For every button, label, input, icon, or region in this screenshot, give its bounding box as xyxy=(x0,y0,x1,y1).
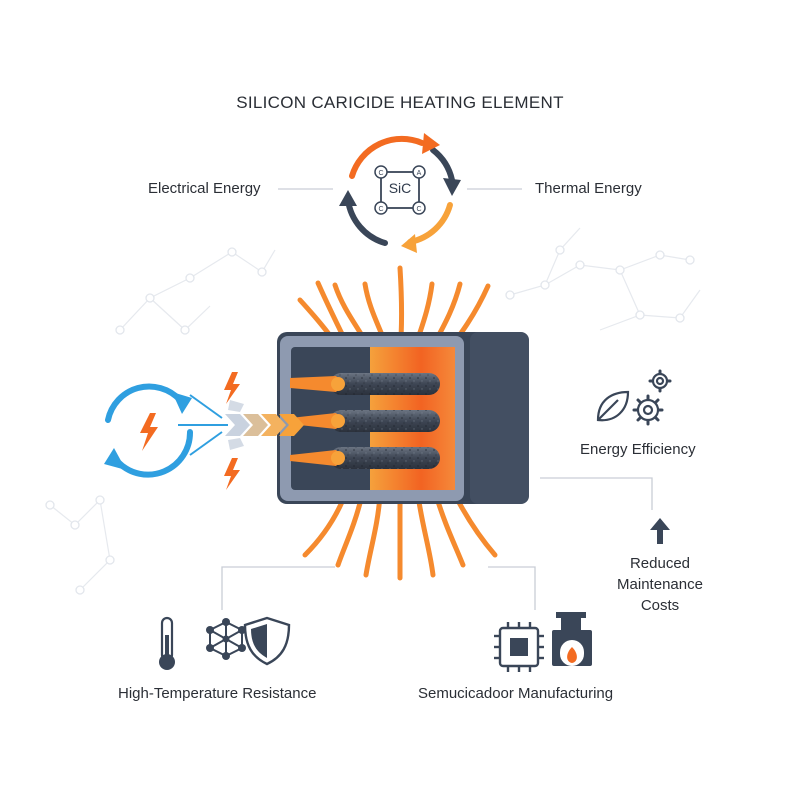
cycle-arrowheads xyxy=(339,133,461,253)
shield-icon xyxy=(243,616,291,666)
chip-corner-tr: A xyxy=(417,170,422,177)
leaf-gears-icon xyxy=(596,372,669,422)
heat-waves-bottom xyxy=(302,492,498,581)
thermometer-icon xyxy=(159,616,175,670)
connector-lines xyxy=(221,188,653,610)
background-network-nodes xyxy=(45,245,695,595)
lightning-bolt-icon xyxy=(224,372,240,490)
sic-chip-icon: C A C C xyxy=(374,165,426,215)
energy-input-arrows xyxy=(178,394,228,456)
factory-icon xyxy=(552,612,592,666)
chevron-arrows xyxy=(225,400,304,450)
reduced-maintenance-label: Reduced Maintenance Costs xyxy=(617,555,703,614)
up-arrow-icon xyxy=(650,518,670,544)
page-title: SILICON CARICIDE HEATING ELEMENT xyxy=(236,93,564,112)
thermal-energy-label: Thermal Energy xyxy=(535,180,642,197)
sic-chip-label: SiC xyxy=(388,180,412,196)
semiconductor-label: Semucicadoor Manufacturing xyxy=(418,685,614,702)
chip-corner-br: C xyxy=(416,206,421,213)
molecule-nodes xyxy=(206,618,246,660)
microchip-icon xyxy=(494,622,544,672)
gear-teeth xyxy=(632,369,672,426)
sic-rods xyxy=(330,373,440,469)
chip-corner-bl: C xyxy=(378,206,383,213)
electricity-cycle-icon xyxy=(104,383,194,478)
electrical-energy-label: Electrical Energy xyxy=(148,180,261,197)
high-temperature-label: High-Temperature Resistance xyxy=(118,685,317,702)
energy-efficiency-label: Energy Efficiency xyxy=(580,441,696,458)
chip-corner-tl: C xyxy=(378,170,383,177)
